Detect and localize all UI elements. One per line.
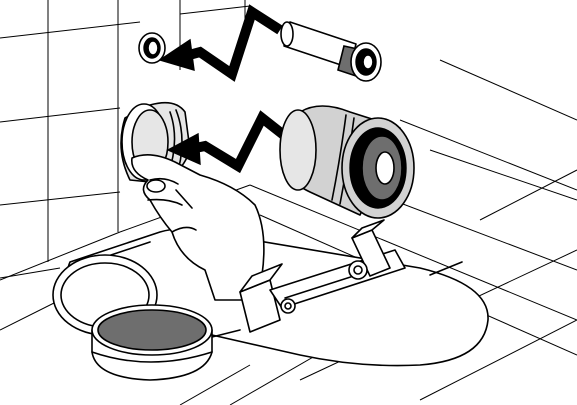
seal-cup-icon [92, 305, 212, 380]
insertion-arrow-icon [160, 12, 280, 74]
small-pipe-connector-icon [281, 22, 381, 81]
large-pipe-sleeve-icon [280, 106, 414, 218]
